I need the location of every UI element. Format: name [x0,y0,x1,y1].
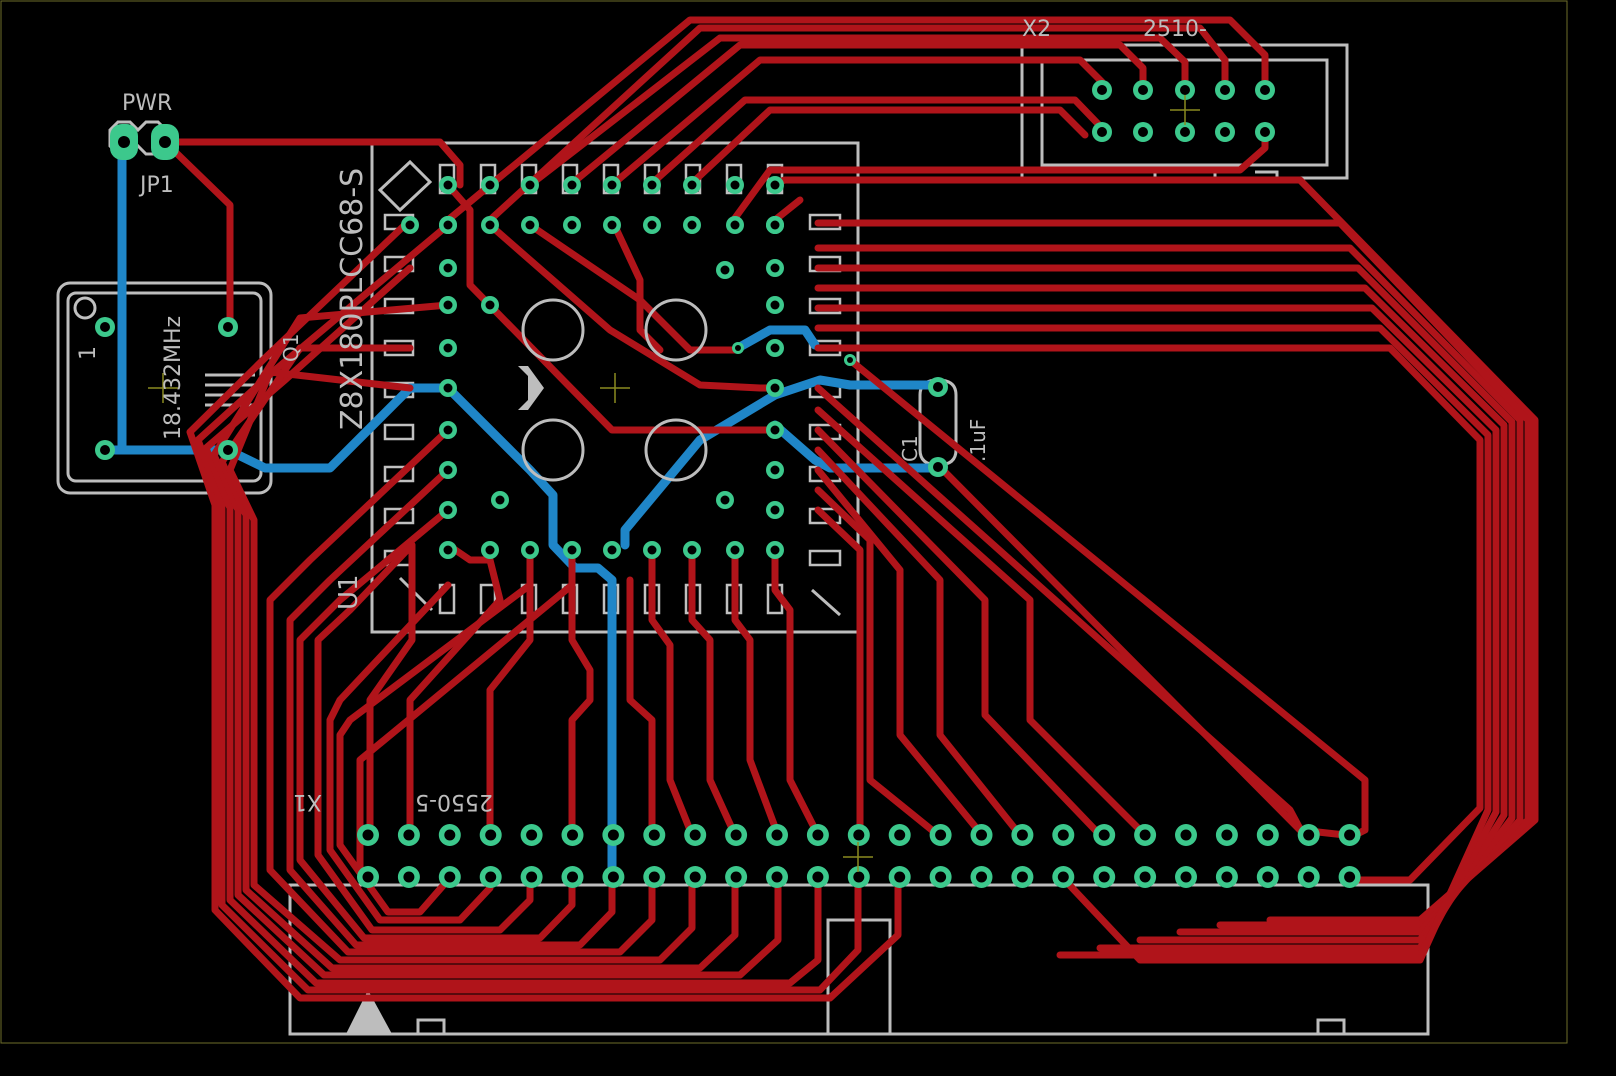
ic-left-pad [383,465,415,483]
x2-label: X2 [1022,17,1051,42]
silkscreen-labels: PWR JP1 X2 2510- Z8X180PLCC68-S U1 Q1 1 … [76,17,1207,814]
ic-left-pad [383,255,415,273]
c1-value-label: .1uF [966,419,990,462]
jp1-label: JP1 [138,173,174,198]
ic-right-pad [808,549,842,567]
q1-label: Q1 [279,334,303,362]
top-traces [161,16,1539,1002]
board-outline [0,0,1568,1044]
pwr-label: PWR [122,91,172,116]
ic-name-label: Z8X180PLCC68-S [335,168,370,430]
x1-part-label: 2550-5 [415,789,493,814]
arrow-icon [510,366,544,410]
u1-label: U1 [334,574,364,610]
crystal-label: 18.432MHz [161,316,186,440]
pin1-label: 1 [76,346,101,360]
ic-left-pad [383,507,415,525]
x1-label: X1 [293,789,322,814]
x2-part-label: 2510- [1143,17,1207,42]
through-hole-pads [73,80,1361,888]
mounting-holes [521,298,708,482]
c1-label: C1 [898,435,922,462]
pin1-marker [346,990,392,1034]
pcb-layout-canvas[interactable]: PWR JP1 X2 2510- Z8X180PLCC68-S U1 Q1 1 … [0,0,1568,1044]
origin-markers [148,95,1200,872]
ic-left-pad [383,423,415,441]
